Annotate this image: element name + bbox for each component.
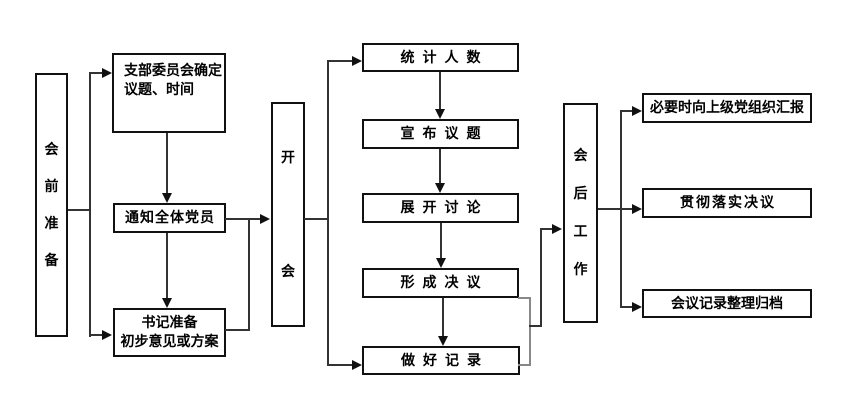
edge-bracket-v [529, 297, 531, 366]
step-secretary-prepares-box: 书记准备 初步意见或方案 [113, 308, 226, 357]
edge-pre-out-h [68, 209, 91, 211]
step-secretary-line2: 初步意见或方案 [120, 334, 219, 350]
arrowhead-to-archive [632, 302, 642, 312]
stage-meeting-box: 开会 [271, 102, 305, 327]
edge-meeting-out-h [304, 218, 328, 220]
arrowhead-to-secretary [102, 330, 112, 340]
edge-to-report-h [620, 110, 633, 112]
step-committee-line1: 支部委员会确定 [124, 63, 222, 79]
arrowhead-to-secretary-top [162, 298, 172, 308]
edge-bracket-jog-h [529, 325, 542, 327]
step-committee-line2: 议题、时间 [124, 82, 194, 98]
edge-to-count-h [327, 60, 352, 62]
edge-secretary-join-v [248, 218, 250, 331]
edge-to-secretary-h [89, 334, 103, 336]
edge-committee-to-notify-v [166, 133, 168, 194]
stage-pre-meeting-box: 会前准备 [35, 73, 68, 337]
arrowhead-to-committee [102, 68, 112, 78]
step-open-discussion-box: 展开讨论 [362, 193, 519, 223]
edge-to-post-h [540, 228, 553, 230]
arrowhead-to-record-top [438, 336, 448, 346]
step-report-to-superior-box: 必要时向上级党组织汇报 [642, 93, 812, 123]
step-implement-resolution-box: 贯彻落实决议 [642, 188, 812, 218]
edge-secretary-out-h [225, 329, 250, 331]
stage-post-meeting-box: 会后工作 [563, 103, 598, 323]
edge-to-archive-h [620, 306, 633, 308]
arrowhead-to-implement [632, 204, 642, 214]
step-announce-agenda-box: 宣布议题 [362, 119, 519, 149]
step-count-attendance-box: 统计人数 [362, 43, 519, 72]
edge-notify-to-secretary-v [166, 233, 168, 299]
arrowhead-to-discuss [435, 183, 445, 193]
edge-resolve-bracket-top-h [518, 297, 531, 299]
step-archive-minutes-box: 会议记录整理归档 [642, 289, 812, 318]
step-form-resolution-box: 形成决议 [362, 268, 519, 298]
edge-discuss-to-resolve-v [440, 223, 442, 259]
edge-notify-to-meeting-h [225, 218, 261, 220]
arrowhead-to-meeting [260, 214, 270, 224]
step-keep-records-box: 做好记录 [362, 346, 520, 375]
edge-pre-branch-v [89, 72, 91, 337]
edge-to-post-v [540, 228, 542, 327]
step-committee-sets-agenda-box: 支部委员会确定 议题、时间 [112, 53, 226, 133]
edge-to-record-h [327, 364, 352, 366]
edge-announce-to-discuss-v [439, 149, 441, 184]
arrowhead-to-report [632, 106, 642, 116]
edge-to-implement-h [620, 208, 633, 210]
arrowhead-to-post [552, 224, 562, 234]
edge-count-to-announce-v [439, 72, 441, 110]
step-notify-members-box: 通知全体党员 [113, 203, 226, 233]
arrowhead-to-record [352, 360, 362, 370]
arrowhead-to-notify [162, 193, 172, 203]
edge-record-bracket-bottom-h [518, 364, 531, 366]
arrowhead-to-announce [435, 109, 445, 119]
edge-post-out-h [598, 208, 622, 210]
arrowhead-to-resolve [436, 258, 446, 268]
edge-to-committee-h [89, 72, 103, 74]
arrowhead-to-count [352, 56, 362, 66]
edge-meeting-branch-v [327, 60, 329, 366]
step-secretary-line1: 书记准备 [141, 315, 198, 331]
edge-resolve-to-record-v [442, 298, 444, 337]
